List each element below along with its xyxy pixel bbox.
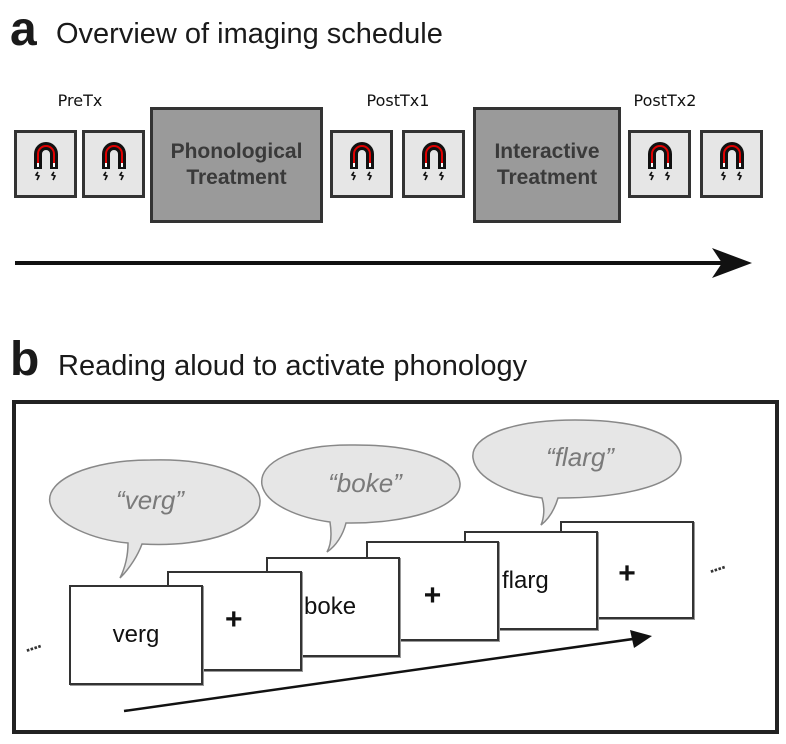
scan-box-pretx-1	[14, 130, 77, 198]
fixation-cross: +	[618, 557, 636, 590]
treatment-line1: Interactive	[494, 139, 600, 163]
sequence-arrow-icon	[123, 630, 652, 713]
magnet-icon	[417, 139, 451, 190]
panel-a-title: Overview of imaging schedule	[56, 18, 443, 50]
fixation-cross: +	[423, 579, 442, 612]
fixation-cross: +	[225, 603, 243, 636]
scan-box-pretx-2	[82, 130, 145, 198]
magnet-icon	[345, 139, 379, 190]
panel-a-letter: a	[10, 3, 37, 56]
speech-bubble-verg	[49, 459, 261, 579]
session-label-pretx: PreTx	[57, 91, 103, 110]
scan-box-posttx1-1	[330, 130, 393, 198]
scan-box-posttx2-1	[628, 130, 691, 198]
magnet-icon	[643, 139, 677, 190]
session-label-posttx1: PostTx1	[366, 91, 430, 110]
card-word: boke	[304, 593, 357, 620]
card-word: flarg	[502, 567, 549, 594]
scan-box-posttx1-2	[402, 130, 465, 198]
speech-bubble-flarg	[472, 419, 682, 526]
speech-bubble-boke	[261, 444, 461, 553]
treatment-line2: Treatment	[186, 166, 287, 189]
treatment-line2: Treatment	[496, 166, 598, 189]
timeline-arrow-icon	[15, 248, 752, 278]
panel-b-letter: b	[10, 333, 40, 386]
magnet-icon	[29, 139, 63, 190]
magnet-icon	[97, 139, 131, 190]
scan-box-posttx2-2	[700, 130, 763, 198]
bubble-text-flarg: “flarg”	[546, 442, 614, 472]
magnet-icon	[715, 139, 749, 190]
bubble-text-boke: “boke”	[328, 468, 402, 498]
stimulus-card-word: verg	[69, 585, 203, 685]
panel-b-title: Reading aloud to activate phonology	[58, 350, 528, 382]
bubble-text-verg: “verg”	[116, 485, 184, 515]
treatment-line1: Phonological	[170, 139, 303, 163]
session-label-posttx2: PostTx2	[633, 91, 697, 110]
card-word: verg	[112, 621, 160, 648]
reading-task-frame	[12, 400, 779, 734]
